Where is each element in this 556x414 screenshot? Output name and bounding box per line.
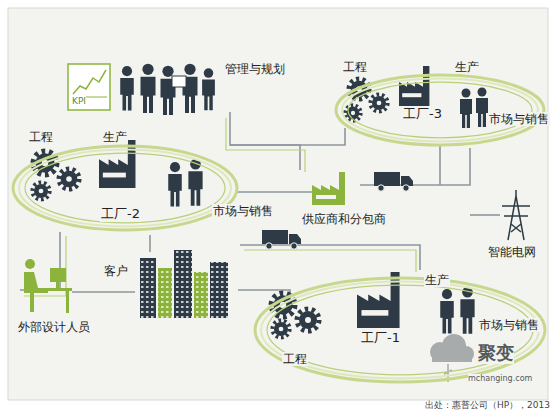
- management-team: [120, 64, 215, 115]
- production-label: 生产: [454, 60, 480, 74]
- factory-ring: 工程 生产工厂-3 市场与销售: [330, 54, 552, 152]
- watermark: mchanging.com: [468, 374, 532, 384]
- factory-ring: 生产工厂-1 工程 市场与销售: [248, 268, 548, 386]
- engineering-label: 工程: [342, 60, 368, 74]
- ring: [19, 150, 231, 227]
- engineering-label: 生产: [424, 273, 450, 287]
- kpi-chart: [68, 64, 110, 110]
- kpi-label: KPI: [72, 96, 86, 107]
- customer-label: 客户: [104, 264, 128, 278]
- supplier-label: 供应商和分包商: [302, 212, 386, 226]
- ring: [348, 82, 532, 138]
- ring: [342, 79, 538, 142]
- production-label: 生产: [102, 130, 128, 144]
- designer-label: 外部设计人员: [18, 320, 90, 334]
- ring: [25, 153, 225, 223]
- ring: [255, 278, 545, 382]
- ring: [13, 146, 237, 230]
- power-tower: [502, 190, 530, 240]
- engineering-label: 工程: [28, 130, 54, 144]
- grid-label: 智能电网: [488, 245, 536, 259]
- factory-name: 工程: [282, 352, 308, 366]
- source-caption: 出处：惠普公司（HP），2013: [425, 400, 550, 411]
- ring: [336, 75, 544, 145]
- factory-name: 工厂-3: [402, 106, 443, 122]
- ring: [261, 282, 539, 379]
- management-label: 管理与规划: [225, 62, 285, 76]
- panel: [8, 8, 548, 400]
- factory-ring: 工程 生产工厂-2 市场与销售: [8, 124, 276, 236]
- watermark: 聚变: [478, 342, 514, 364]
- sales-label: 市场与销售: [478, 318, 540, 332]
- truck: [374, 172, 413, 191]
- factory-name: 工厂-2: [100, 206, 141, 222]
- designer-figure: [24, 259, 72, 313]
- customer-buildings: [140, 250, 228, 318]
- production-label: 工厂-1: [360, 330, 401, 346]
- sales-label: 市场与销售: [488, 112, 550, 126]
- supplier-factory: [312, 172, 345, 205]
- truck: [262, 230, 301, 249]
- sales-label: 市场与销售: [212, 204, 274, 218]
